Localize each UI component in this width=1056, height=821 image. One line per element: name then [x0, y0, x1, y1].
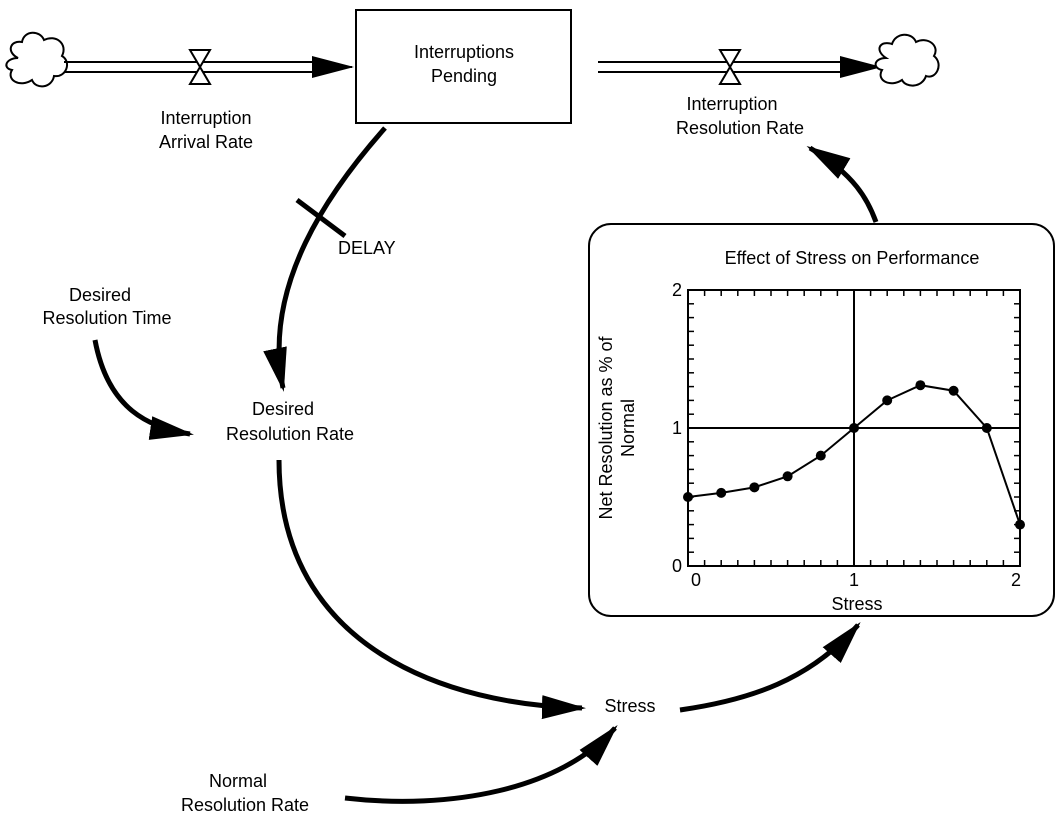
stress-label: Stress	[604, 696, 655, 716]
desired-rate-to-stress-arrow	[276, 459, 586, 720]
desired-resolution-time-line1: Desired	[69, 285, 131, 305]
normal-resolution-rate-line2: Resolution Rate	[181, 795, 309, 815]
resolution-rate-label-line2: Resolution Rate	[676, 118, 804, 138]
chart-y-axis-label-line2: Normal	[618, 399, 638, 457]
normal-rate-to-stress-arrow	[344, 725, 618, 804]
y-tick-label: 0	[672, 556, 682, 576]
inflow-pipe	[64, 56, 354, 78]
desired-resolution-time-line2: Resolution Time	[42, 308, 171, 328]
delay-mark	[295, 198, 347, 238]
source-cloud-icon	[5, 31, 69, 88]
x-tick-label: 1	[849, 570, 859, 590]
data-point	[815, 450, 826, 461]
data-point	[948, 385, 959, 396]
x-tick-label: 2	[1011, 570, 1021, 590]
data-point	[716, 487, 727, 498]
data-point	[782, 471, 793, 482]
data-point	[683, 492, 693, 502]
stock-box	[355, 9, 572, 124]
data-point	[981, 423, 992, 433]
tick-labels: 0 1 2 0 1 2	[672, 280, 1021, 590]
stock-label-line2: Pending	[431, 66, 497, 86]
normal-resolution-rate-line1: Normal	[209, 771, 267, 791]
lookup-chart: Effect of Stress on Performance Stress N…	[588, 223, 1055, 617]
stress-to-chart-arrow	[679, 621, 861, 713]
data-point	[882, 395, 893, 406]
data-point	[749, 482, 760, 493]
chart-to-resolution-rate-arrow	[806, 145, 879, 223]
y-tick-label: 2	[672, 280, 682, 300]
stock-label-line1: Interruptions	[414, 42, 514, 62]
sink-cloud-icon	[874, 33, 940, 87]
arrival-rate-label-line2: Arrival Rate	[159, 132, 253, 152]
outflow-pipe	[598, 56, 882, 78]
chart-x-axis-label: Stress	[831, 594, 882, 614]
valve-icon	[188, 49, 212, 85]
desired-time-to-desired-rate-arrow	[92, 339, 194, 440]
chart-y-axis-label-line1: Net Resolution as % of	[596, 335, 616, 519]
x-tick-label: 0	[691, 570, 701, 590]
arrival-rate-label-line1: Interruption	[160, 108, 251, 128]
data-point	[849, 423, 859, 433]
lookup-chart-panel	[588, 223, 1055, 617]
valve-icon	[718, 49, 742, 85]
minor-ticks	[687, 289, 1021, 567]
desired-resolution-rate-line1: Desired	[252, 399, 314, 419]
stock-to-desired-rate-arrow	[263, 126, 387, 392]
y-tick-label: 1	[672, 418, 682, 438]
desired-resolution-rate-line2: Resolution Rate	[226, 424, 354, 444]
chart-title: Effect of Stress on Performance	[725, 248, 980, 268]
data-point	[1015, 519, 1025, 530]
series-points	[683, 380, 1025, 530]
data-point	[915, 380, 926, 391]
resolution-rate-label-line1: Interruption	[686, 94, 777, 114]
chart-y-axis-label: Net Resolution as % of Normal	[596, 335, 638, 519]
delay-label: DELAY	[338, 238, 396, 258]
